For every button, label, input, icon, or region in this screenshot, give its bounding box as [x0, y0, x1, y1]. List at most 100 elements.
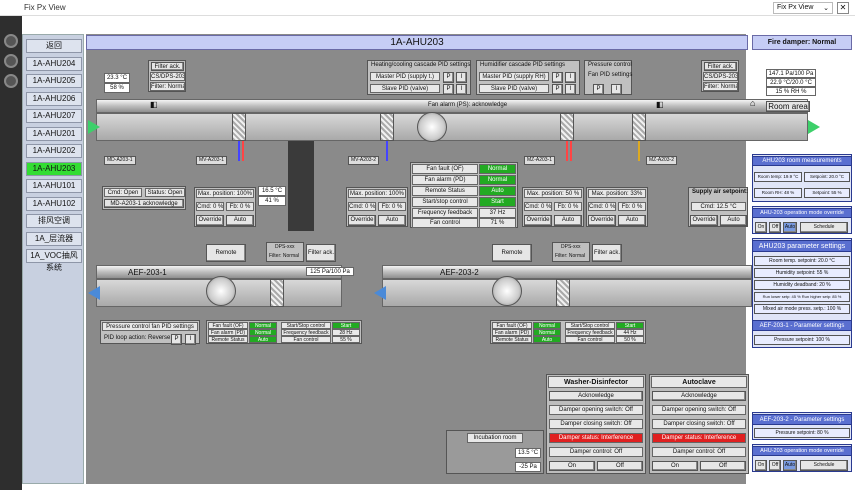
fan-status-label: Fan alarm (PD)	[208, 329, 248, 336]
aef2-pressure-sp[interactable]: Pressure setpoint: 80 %	[754, 428, 850, 438]
supply-setpoint-value[interactable]: Cmd: 12.5 °C	[691, 202, 746, 211]
fan-ctrl-value[interactable]: Start	[616, 322, 644, 329]
mode-off-button[interactable]: Off	[769, 460, 781, 471]
mode-on-button[interactable]: On	[755, 460, 767, 471]
remote-button-right[interactable]: Remote	[492, 244, 532, 262]
remote-button-left[interactable]: Remote	[206, 244, 246, 262]
inlet-arrow-icon	[88, 120, 100, 134]
i-button[interactable]: I	[611, 84, 622, 95]
alarm-icon[interactable]	[4, 74, 18, 88]
fan-status-label: Fan control	[412, 218, 478, 228]
nav-item[interactable]: 1A-AHU206	[26, 92, 82, 106]
auto-button[interactable]: Auto	[554, 215, 582, 226]
param-humidity-db[interactable]: Humidity deadband: 20 %	[754, 280, 850, 290]
auto-button[interactable]: Auto	[378, 215, 406, 226]
override-button[interactable]: Override	[588, 215, 616, 226]
p-button[interactable]: P	[443, 84, 454, 95]
override-button[interactable]: Override	[348, 215, 376, 226]
acknowledge-button[interactable]: Acknowledge	[549, 391, 643, 401]
filter-ack-button[interactable]: Filter ack.	[704, 62, 737, 71]
nav-item[interactable]: 1A_层流器	[26, 232, 82, 246]
override-button[interactable]: Override	[524, 215, 552, 226]
i-button[interactable]: I	[565, 84, 576, 95]
auto-button[interactable]: Auto	[226, 215, 254, 226]
p-button[interactable]: P	[171, 334, 182, 345]
nav-item-active[interactable]: 1A-AHU203	[26, 162, 82, 176]
fan-ctrl-label: Frequency feedback	[281, 329, 331, 336]
auto-button[interactable]: Auto	[618, 215, 646, 226]
aef1-pressure-sp[interactable]: Pressure setpoint: 100 %	[754, 335, 850, 345]
autoclave-panel: Autoclave Acknowledge Damper opening swi…	[649, 374, 749, 474]
p-button[interactable]: P	[593, 84, 604, 95]
nav-item[interactable]: 1A-AHU101	[26, 179, 82, 193]
fan-ctrl-value[interactable]: Start	[332, 322, 360, 329]
nav-item[interactable]: 1A-AHU205	[26, 74, 82, 88]
filter-ack-line: CS/DPS-203-1	[150, 72, 185, 81]
damper-cmd: Cmd: Open	[104, 188, 142, 197]
param-run-setp[interactable]: Run lower setp: 45 % Run higher setp: 85…	[754, 292, 850, 302]
home-icon[interactable]	[4, 34, 18, 48]
nav-item[interactable]: 1A-AHU102	[26, 197, 82, 211]
fan-status-label: Frequency feedback	[412, 208, 478, 218]
settings-icon[interactable]	[4, 54, 18, 68]
fan-status-value[interactable]: Start	[479, 197, 516, 207]
dps-filter: Filter: Normal	[269, 253, 300, 259]
nav-item[interactable]: 1A-AHU207	[26, 109, 82, 123]
close-icon[interactable]: ✕	[837, 2, 849, 14]
filter-ack-button[interactable]: Filter ack.	[592, 244, 622, 262]
off-button[interactable]: Off	[700, 461, 746, 471]
p-button[interactable]: P	[552, 72, 563, 83]
mode-override-title-2: AHU-203 operation mode override	[752, 446, 852, 456]
on-button[interactable]: On	[652, 461, 698, 471]
param-humidity-sp[interactable]: Humidity setpoint: 55 %	[754, 268, 850, 278]
i-button[interactable]: I	[456, 84, 467, 95]
damper-open-switch: Damper opening switch: Off	[549, 405, 643, 415]
param-room-temp[interactable]: Room temp. setpoint: 20.0 °C	[754, 256, 850, 266]
fan-status-label: Fan alarm (PD)	[492, 329, 532, 336]
pipe-yellow	[638, 141, 640, 161]
override-button[interactable]: Override	[690, 215, 718, 226]
washer-title: Washer-Disinfector	[548, 376, 644, 388]
nav-item[interactable]: 排风空调	[26, 214, 82, 228]
mode-on-button[interactable]: On	[755, 222, 767, 233]
dps-box-right: DPS-xxx Filter: Normal	[552, 242, 590, 262]
room-rh-setpoint[interactable]: Setpoint: 55 %	[804, 188, 850, 198]
on-button[interactable]: On	[549, 461, 595, 471]
mode-off-button[interactable]: Off	[769, 222, 781, 233]
fan-alarm-ack[interactable]: Fan alarm (PS): acknowledge	[428, 102, 508, 108]
valve-max: Max. position: 100%	[348, 189, 406, 198]
mode-auto-button[interactable]: Auto	[783, 460, 797, 471]
back-button[interactable]: 返回	[26, 39, 82, 53]
mode-schedule-button[interactable]: Schedule	[800, 460, 848, 471]
fan-status-value: Normal	[479, 175, 516, 185]
override-button[interactable]: Override	[196, 215, 224, 226]
p-button[interactable]: P	[443, 72, 454, 83]
view-select[interactable]: Fix Px View⌄	[773, 2, 833, 14]
auto-button[interactable]: Auto	[720, 215, 747, 226]
mode-schedule-button[interactable]: Schedule	[800, 222, 848, 233]
acknowledge-button[interactable]: Acknowledge	[652, 391, 746, 401]
page-title: 1A-AHU203	[86, 35, 748, 50]
nav-item[interactable]: 1A-AHU201	[26, 127, 82, 141]
pipe-red	[570, 141, 572, 161]
filter-ack-button[interactable]: Filter ack.	[151, 62, 184, 71]
p-button[interactable]: P	[552, 84, 563, 95]
mode-auto-button[interactable]: Auto	[783, 222, 797, 233]
slave-pid-label: Slave PID (valve)	[370, 84, 440, 93]
damper-ack-button[interactable]: MD-A203-1 acknowledge	[104, 199, 184, 208]
nav-item[interactable]: 1A-AHU204	[26, 57, 82, 71]
nav-item[interactable]: 1A_VOC抽风系统	[26, 249, 82, 272]
nav-item[interactable]: 1A-AHU202	[26, 144, 82, 158]
i-button[interactable]: I	[456, 72, 467, 83]
room-area-label[interactable]: Room area	[766, 101, 810, 112]
off-button[interactable]: Off	[597, 461, 643, 471]
exhaust-filter	[270, 279, 284, 307]
filter-ack-button[interactable]: Filter ack.	[306, 244, 336, 262]
i-button[interactable]: I	[565, 72, 576, 83]
aef2-param-title: AEF-203-2 - Parameter settings	[752, 414, 852, 425]
filter-coil	[232, 113, 246, 141]
room-temp-setpoint[interactable]: Setpoint: 20.0 °C	[804, 172, 850, 182]
i-button[interactable]: I	[185, 334, 196, 345]
chevron-down-icon: ⌄	[823, 5, 829, 12]
param-mixed-air[interactable]: Mixed air mode press. setp.: 100 %	[754, 304, 850, 314]
